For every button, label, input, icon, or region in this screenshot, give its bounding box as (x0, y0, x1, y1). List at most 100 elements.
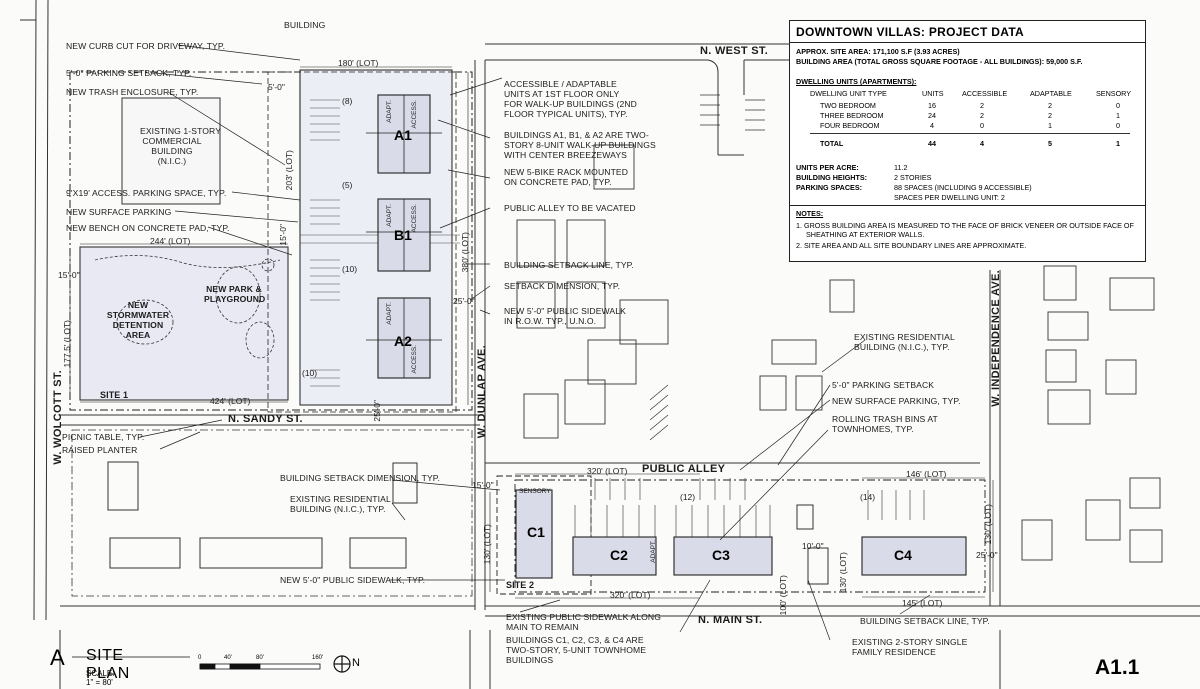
leader-lines (139, 44, 931, 641)
dim-15-left: 15'-0" (278, 224, 288, 246)
park-count-12: (12) (680, 492, 696, 502)
building-c2-label: C2 (610, 547, 628, 563)
street-independence: W. INDEPENDENCE AVE. (990, 270, 1002, 407)
row-four-bed-type: FOUR BEDROOM (820, 121, 880, 130)
dim-100: 100' (LOT) (778, 575, 788, 616)
notes-heading: NOTES: (796, 209, 824, 218)
callout-bike-rack: NEW 5-BIKE RACK MOUNTED ON CONCRETE PAD,… (504, 167, 629, 187)
units-per-acre-value: 11.2 (894, 163, 908, 172)
row-three-bed-units: 24 (928, 111, 936, 120)
parking-label: PARKING SPACES: (796, 183, 863, 192)
row-total-type: TOTAL (820, 139, 844, 148)
unit-adapt-c2: ADAPT. (650, 540, 657, 563)
row-four-bed-units: 4 (930, 121, 934, 130)
row-three-bed-type: THREE BEDROOM (820, 111, 884, 120)
street-curbs (20, 0, 1200, 689)
dim-180: 180' (LOT) (338, 58, 379, 68)
callout-bench: NEW BENCH ON CONCRETE PAD, TYP. (66, 223, 230, 233)
building-a1-label: A1 (394, 127, 412, 143)
dim-424: 424' (LOT) (210, 396, 251, 406)
drawing-scale: SCALE: 1" = 80' (86, 669, 115, 687)
site-2-label: SITE 2 (506, 580, 535, 590)
dim-130-left: 130' (LOT) (482, 524, 492, 565)
row-four-bed-adaptable: 1 (1048, 121, 1052, 130)
total-divider (810, 133, 1130, 134)
callout-trash-enclosure: NEW TRASH ENCLOSURE, TYP. (66, 87, 199, 97)
callout-surface-parking: NEW SURFACE PARKING (66, 207, 172, 217)
row-two-bed-units: 16 (928, 101, 936, 110)
callout-sidewalk-row: NEW 5'-0" PUBLIC SIDEWALK IN R.O.W. TYP.… (504, 306, 626, 326)
parking-value-2: SPACES PER DWELLING UNIT: 2 (894, 193, 1005, 202)
street-dunlap: W. DUNLAP AVE. (476, 345, 488, 439)
note-2: 2. SITE AREA AND ALL SITE BOUNDARY LINES… (796, 241, 1027, 250)
north-arrow-icon (333, 655, 351, 673)
dim-320-top: 320' (LOT) (587, 466, 628, 476)
row-two-bed-sensory: 0 (1116, 101, 1120, 110)
dim-146-top: 146' (LOT) (906, 469, 947, 479)
scale-80: 80' (256, 655, 264, 661)
notes-divider (790, 205, 1145, 206)
callout-setback-line-bottom: BUILDING SETBACK LINE, TYP. (860, 616, 990, 626)
scale-bar (199, 663, 321, 670)
drawing-title: SITE PLAN (86, 647, 130, 682)
callout-setback-dim: SETBACK DIMENSION, TYP. (504, 281, 621, 291)
note-1a: 1. GROSS BUILDING AREA IS MEASURED TO TH… (796, 221, 1134, 230)
drawing-letter: A (50, 645, 65, 670)
dim-5-left: 5'-0" (268, 82, 285, 92)
callout-alley-vacated: PUBLIC ALLEY TO BE VACATED (504, 203, 636, 213)
dim-244: 244' (LOT) (150, 236, 191, 246)
existing-single-family (807, 547, 829, 585)
col-header-units: UNITS (922, 89, 944, 98)
parking-value-1: 88 SPACES (INCLUDING 9 ACCESSIBLE) (894, 183, 1032, 192)
callout-building-top: BUILDING (284, 20, 326, 30)
street-public-alley: PUBLIC ALLEY (642, 463, 726, 475)
dim-380: 380' (LOT) (460, 232, 470, 273)
building-heights-label: BUILDING HEIGHTS: (796, 173, 868, 182)
col-header-type: DWELLING UNIT TYPE (810, 89, 887, 98)
note-1b: SHEATHING AT EXTERIOR WALLS. (806, 230, 925, 239)
dim-15-far-left: 15'-0" (58, 270, 80, 280)
callout-accessible-units: ACCESSIBLE / ADAPTABLE UNITS AT 1ST FLOO… (504, 79, 637, 119)
dim-15-site2: 15'-0" (472, 480, 494, 490)
row-total-sensory: 1 (1116, 139, 1120, 148)
units-per-acre-label: UNITS PER ACRE: (796, 163, 859, 172)
park-count-10-lower: (10) (302, 368, 318, 378)
callout-surface-parking-right: NEW SURFACE PARKING, TYP. (832, 396, 961, 406)
scale-0: 0 (198, 655, 202, 661)
col-header-adaptable: ADAPTABLE (1030, 89, 1072, 98)
row-total-accessible: 4 (980, 139, 984, 148)
callout-existing-res-right: EXISTING RESIDENTIAL BUILDING (N.I.C.), … (854, 332, 955, 352)
unit-adapt-b1: ADAPT. (386, 204, 393, 227)
row-two-bed-adaptable: 2 (1048, 101, 1052, 110)
building-b1-label: B1 (394, 227, 412, 243)
park-elements (94, 255, 281, 359)
row-total-adaptable: 5 (1048, 139, 1052, 148)
dim-130-right: 130' (LOT) (983, 504, 993, 545)
callout-setback-dim-left: BUILDING SETBACK DIMENSION, TYP. (280, 473, 440, 483)
row-two-bed-accessible: 2 (980, 101, 984, 110)
dim-25-right: 25'-0" (976, 550, 998, 560)
unit-access-a2: ACCESS. (411, 345, 418, 374)
callout-planter: RAISED PLANTER (62, 445, 138, 455)
col-header-accessible: ACCESSIBLE (962, 89, 1008, 98)
row-total-units: 44 (928, 139, 936, 148)
callout-sidewalk-bottom: NEW 5'-0" PUBLIC SIDEWALK, TYP. (280, 575, 426, 585)
callout-parking-setback-right: 5'-0" PARKING SETBACK (832, 380, 935, 390)
townhome-buildings (515, 489, 967, 579)
dim-203: 203' (LOT) (284, 150, 294, 191)
park-count-14: (14) (860, 492, 876, 502)
park-count-5: (5) (342, 180, 353, 190)
row-two-bed-type: TWO BEDROOM (820, 101, 876, 110)
unit-sensory: SENSORY (519, 488, 551, 495)
unit-access-a1: ACCESS. (411, 100, 418, 129)
stormwater-label: NEW STORMWATER DETENTION AREA (106, 300, 170, 340)
existing-commercial-label: EXISTING 1-STORY COMMERCIAL BUILDING (N.… (140, 126, 222, 166)
callout-picnic: PICNIC TABLE, TYP. (62, 432, 145, 442)
callout-townhome-buildings: BUILDINGS C1, C2, C3, & C4 ARE TWO-STORY… (506, 635, 647, 665)
callout-setback-line: BUILDING SETBACK LINE, TYP. (504, 260, 634, 270)
row-three-bed-sensory: 1 (1116, 111, 1120, 120)
building-c3-label: C3 (712, 547, 730, 563)
building-c4-label: C4 (894, 547, 912, 563)
